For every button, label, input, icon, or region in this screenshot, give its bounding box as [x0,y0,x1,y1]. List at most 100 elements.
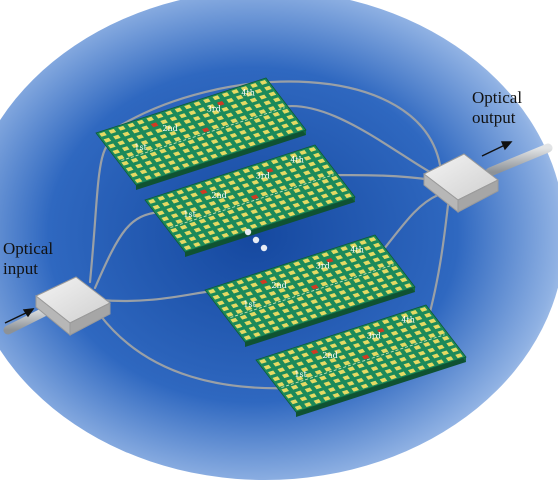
watermark-text: 大数据 [27,460,64,474]
pixel [263,314,271,320]
pixel [144,160,153,166]
pixel [386,324,394,330]
pixel [176,189,185,195]
pixel [180,210,188,216]
pixel [351,372,360,378]
pixel [380,348,389,354]
pixel [283,279,291,284]
output-fiber [485,143,553,177]
pixel [315,340,324,346]
pixel [349,257,357,263]
pixel [341,389,350,395]
output-arrow [481,141,513,157]
watermark: 大数据 [9,458,63,475]
output-label-line1: Optical [472,88,523,107]
pixel [365,374,374,380]
pixel [121,160,129,166]
pixel [242,182,250,188]
chip-substrate [204,234,416,343]
pixel [230,118,238,124]
chip-ordinal-label: 1st [243,300,256,309]
pixel [321,252,330,258]
pixel [185,201,193,207]
pixel [354,248,362,254]
pixel [339,275,347,281]
pixel [358,254,367,260]
active-pixel [216,101,225,106]
pixel [278,214,286,220]
pixel [259,294,267,299]
chip-ordinal-label: 2nd [211,191,226,200]
pixel [258,323,266,329]
pixel [298,164,307,170]
pixel [418,336,427,342]
pixel [264,270,273,276]
pixel [141,125,149,131]
pixel [292,202,301,208]
pixel [288,196,296,202]
pixel [417,365,426,371]
pixel [179,239,187,245]
pixel [301,352,309,358]
pixel [226,97,234,103]
pixel [196,150,204,156]
pixel [230,317,238,323]
pixel [316,187,325,193]
pixel [164,125,173,131]
pixel [399,356,407,362]
pixel [326,170,335,175]
pixel [272,376,281,382]
pixel [253,118,262,123]
pixel [314,369,323,375]
pixel [382,254,390,260]
pixel [274,194,282,200]
pixel [259,358,267,364]
pixel [239,115,248,121]
pixel [237,177,246,183]
pixel [277,317,285,323]
pixel [288,270,296,276]
pixel [221,106,229,112]
pixel [413,359,421,365]
pixel [170,227,178,233]
pixel [118,125,126,131]
pixel [184,230,192,236]
pixel [108,128,117,134]
pixel [329,357,337,363]
pixel [322,164,330,170]
pixel [309,313,318,319]
pixel [300,316,308,322]
pixel [155,113,164,119]
pixel [375,357,384,363]
pixel [293,188,301,193]
pixel [192,130,201,136]
pixel [245,91,253,97]
pixel [286,114,294,120]
pixel [311,269,320,275]
pixel [264,285,272,291]
pixel [140,154,148,160]
pixel [308,146,317,152]
pixel [286,314,295,319]
pixel [217,227,225,233]
pixel [310,299,318,305]
pixel [188,110,197,116]
pixel [259,220,267,226]
pixel [395,271,403,277]
pixel [297,208,305,214]
pixel [349,243,358,248]
pixel [319,296,328,301]
pixel [320,266,329,272]
pixel [297,281,305,287]
pixel [343,360,351,366]
pixel [371,351,379,357]
pixel [207,230,216,236]
pixel [424,312,432,318]
active-pixel [310,349,319,355]
pixel [303,155,312,161]
pixel [253,317,262,323]
pixel [169,130,177,136]
pixel [273,97,281,103]
pixel [321,178,330,184]
